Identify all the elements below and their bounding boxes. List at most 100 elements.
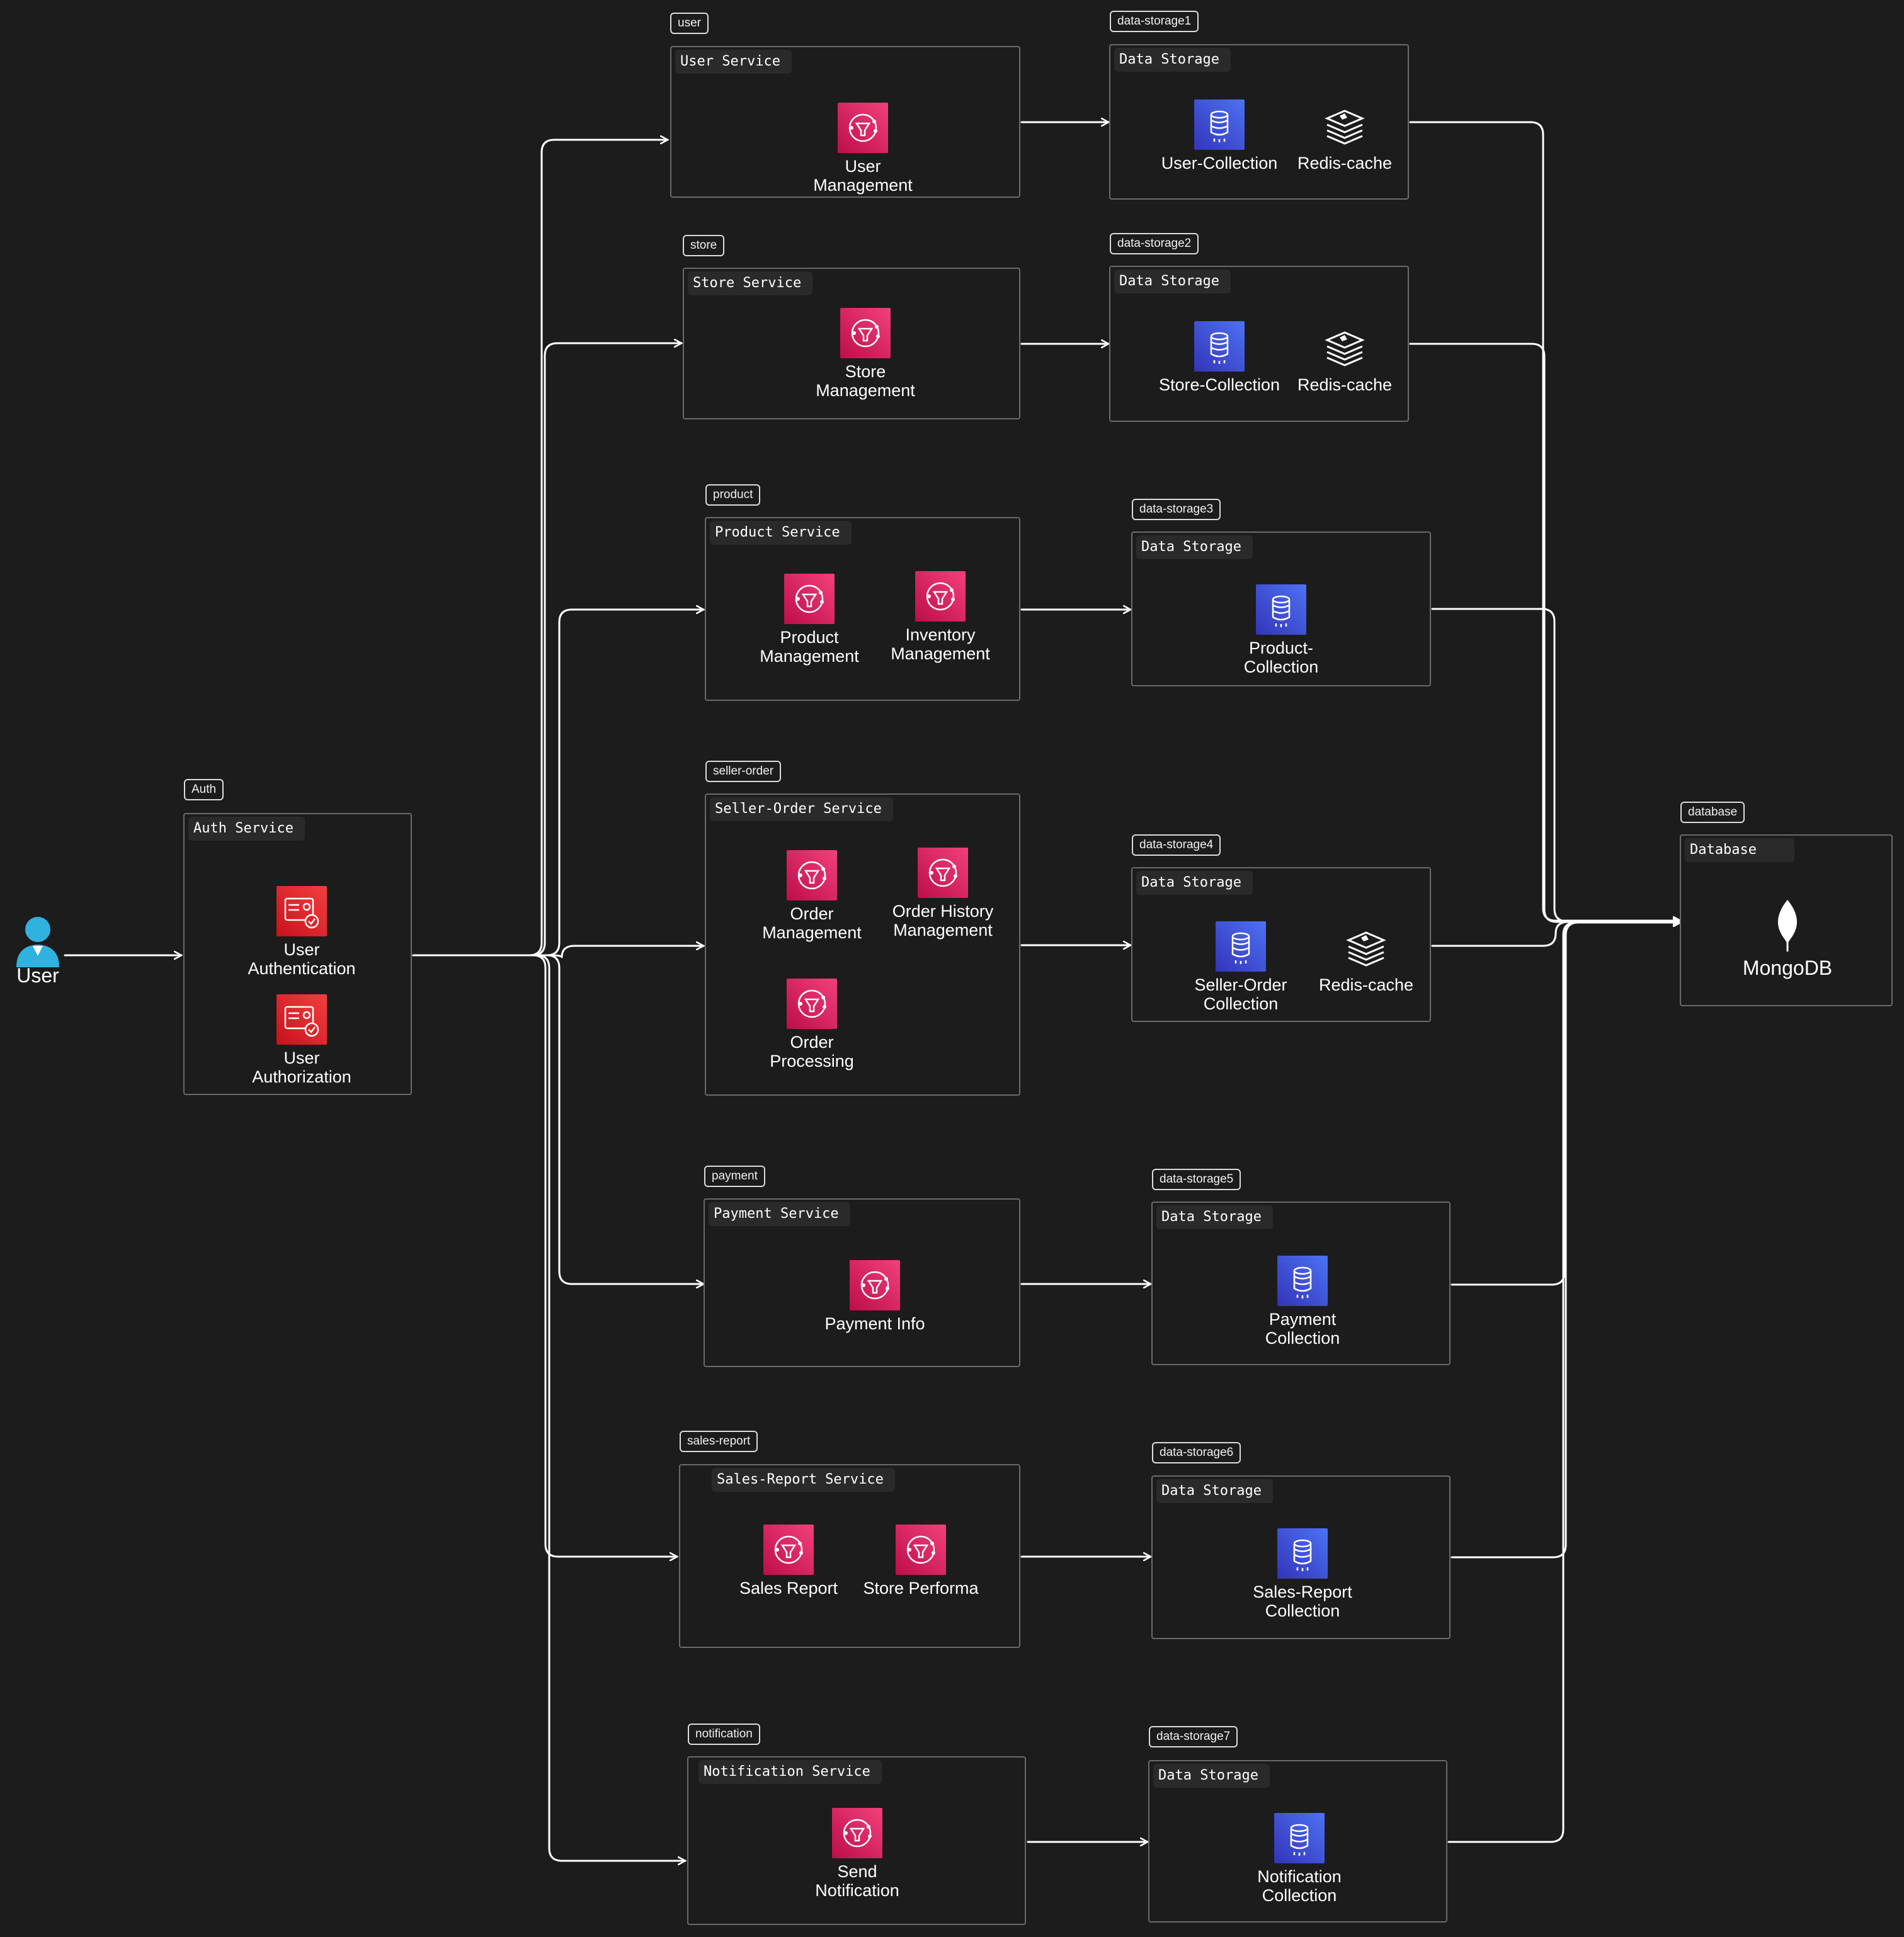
data-storage2-tag: data-storage2: [1110, 233, 1199, 254]
database-icon: [1216, 921, 1266, 972]
sales-report-node[interactable]: Sales Report: [719, 1525, 858, 1598]
edge-storage4-db: [1431, 922, 1680, 947]
auth-tag: Auth: [184, 779, 224, 800]
data-storage1-tag: data-storage1: [1110, 11, 1199, 32]
sales-report-collection-label: Sales-Report Collection: [1253, 1582, 1352, 1620]
payment-collection-node[interactable]: Payment Collection: [1233, 1256, 1372, 1348]
store-performa-node[interactable]: Store Performa: [852, 1525, 990, 1598]
seller-order-service-tag: seller-order: [705, 761, 782, 782]
user-collection-node[interactable]: User-Collection: [1150, 99, 1289, 173]
sales-report-icon: [763, 1525, 814, 1575]
user-management-node[interactable]: User Management: [794, 103, 932, 195]
seller-order-service-box[interactable]: Seller-Order Service Order Management Or…: [705, 793, 1020, 1096]
notification-collection-node[interactable]: Notification Collection: [1230, 1813, 1369, 1905]
sales-report-label: Sales Report: [739, 1579, 838, 1598]
store-management-icon: [840, 308, 891, 358]
seller-order-service-header: Seller-Order Service: [710, 797, 893, 821]
redis-cache-label: Redis-cache: [1297, 375, 1393, 394]
edge-auth-store-service: [412, 343, 681, 957]
data-storage4-tag: data-storage4: [1132, 834, 1221, 856]
order-processing-node[interactable]: Order Processing: [743, 979, 881, 1071]
redis-icon: [1341, 921, 1391, 972]
data-storage1-box[interactable]: Data Storage User-Collection Redis-cache: [1109, 44, 1409, 200]
redis-cache-label: Redis-cache: [1318, 975, 1414, 994]
payment-service-box[interactable]: Payment Service Payment Info: [704, 1198, 1020, 1367]
order-history-management-label: Order History Management: [892, 902, 994, 940]
store-collection-node[interactable]: Store-Collection: [1150, 321, 1289, 394]
sales-report-service-box[interactable]: Sales-Report Service Sales Report Store …: [679, 1464, 1020, 1648]
database-box[interactable]: Database MongoDB: [1680, 834, 1893, 1006]
data-storage5-box[interactable]: Data Storage Payment Collection: [1151, 1201, 1451, 1365]
user-authentication-node[interactable]: User Authentication: [232, 886, 371, 978]
user-service-header: User Service: [675, 50, 792, 74]
redis-cache-node[interactable]: Redis-cache: [1275, 321, 1414, 394]
inventory-management-node[interactable]: Inventory Management: [871, 571, 1010, 663]
inventory-management-label: Inventory Management: [891, 625, 990, 663]
authorization-icon: [276, 994, 327, 1045]
edge-storage7-db: [1447, 923, 1680, 1843]
database-header: Database: [1685, 838, 1794, 862]
data-storage3-header: Data Storage: [1136, 535, 1253, 559]
product-management-node[interactable]: Product Management: [740, 574, 879, 666]
database-icon: [1277, 1256, 1328, 1306]
store-collection-label: Store-Collection: [1158, 375, 1280, 394]
data-storage3-box[interactable]: Data Storage Product-Collection: [1131, 531, 1431, 686]
store-performa-label: Store Performa: [863, 1579, 979, 1598]
mongodb-leaf-icon: [1772, 899, 1803, 953]
order-processing-icon: [787, 979, 837, 1029]
data-storage6-tag: data-storage6: [1152, 1442, 1241, 1463]
payment-info-label: Payment Info: [824, 1314, 925, 1333]
order-management-node[interactable]: Order Management: [743, 850, 881, 942]
payment-service-header: Payment Service: [709, 1202, 850, 1226]
sales-report-service-tag: sales-report: [680, 1431, 758, 1452]
store-performa-icon: [896, 1525, 946, 1575]
payment-info-node[interactable]: Payment Info: [806, 1260, 944, 1333]
data-storage4-box[interactable]: Data Storage Seller-Order Collection Red…: [1131, 867, 1431, 1022]
edge-auth-sales-report-service: [412, 954, 677, 1557]
payment-info-icon: [850, 1260, 900, 1310]
store-service-box[interactable]: Store Service Store Management: [683, 268, 1020, 419]
notification-collection-label: Notification Collection: [1257, 1867, 1342, 1905]
edge-storage2-db: [1409, 343, 1680, 922]
user-authorization-node[interactable]: User Authorization: [232, 994, 371, 1086]
edge-auth-seller-order-service: [412, 946, 704, 958]
seller-order-collection-node[interactable]: Seller-Order Collection: [1171, 921, 1310, 1013]
data-storage6-box[interactable]: Data Storage Sales-Report Collection: [1151, 1475, 1451, 1639]
data-storage7-header: Data Storage: [1153, 1764, 1270, 1788]
order-history-management-node[interactable]: Order History Management: [874, 848, 1012, 940]
user-icon: [14, 914, 62, 967]
store-management-label: Store Management: [816, 362, 915, 400]
user-management-icon: [838, 103, 888, 153]
database-icon: [1277, 1528, 1328, 1579]
user-collection-label: User-Collection: [1161, 154, 1278, 173]
user-actor[interactable]: User: [13, 914, 63, 986]
product-collection-node[interactable]: Product-Collection: [1212, 584, 1350, 676]
redis-cache-node[interactable]: Redis-cache: [1297, 921, 1435, 994]
store-management-node[interactable]: Store Management: [796, 308, 935, 400]
redis-icon: [1320, 99, 1370, 150]
mongodb-node[interactable]: MongoDB: [1718, 899, 1857, 979]
order-management-label: Order Management: [762, 904, 862, 942]
sales-report-collection-node[interactable]: Sales-Report Collection: [1233, 1528, 1372, 1620]
user-service-box[interactable]: User Service User Management: [670, 46, 1020, 198]
product-management-icon: [784, 574, 835, 624]
redis-cache-label: Redis-cache: [1297, 154, 1393, 173]
database-icon: [1194, 99, 1245, 150]
data-storage7-box[interactable]: Data Storage Notification Collection: [1148, 1760, 1447, 1923]
product-service-box[interactable]: Product Service Product Management Inven…: [705, 517, 1020, 701]
user-authentication-label: User Authentication: [248, 940, 356, 978]
notification-service-box[interactable]: Notification Service Send Notification: [687, 1756, 1026, 1925]
mongodb-label: MongoDB: [1742, 957, 1833, 979]
send-notification-node[interactable]: Send Notification: [788, 1808, 926, 1900]
product-service-header: Product Service: [710, 521, 852, 545]
data-storage2-box[interactable]: Data Storage Store-Collection Redis-cach…: [1109, 266, 1409, 422]
payment-service-tag: payment: [704, 1166, 765, 1187]
payment-collection-label: Payment Collection: [1265, 1310, 1340, 1348]
product-management-label: Product Management: [760, 628, 859, 666]
send-notification-label: Send Notification: [815, 1862, 899, 1900]
auth-service-box[interactable]: Auth Service User Authentication User Au…: [183, 813, 412, 1095]
data-storage6-header: Data Storage: [1156, 1479, 1273, 1503]
redis-cache-node[interactable]: Redis-cache: [1275, 99, 1414, 173]
data-storage1-header: Data Storage: [1114, 48, 1231, 72]
